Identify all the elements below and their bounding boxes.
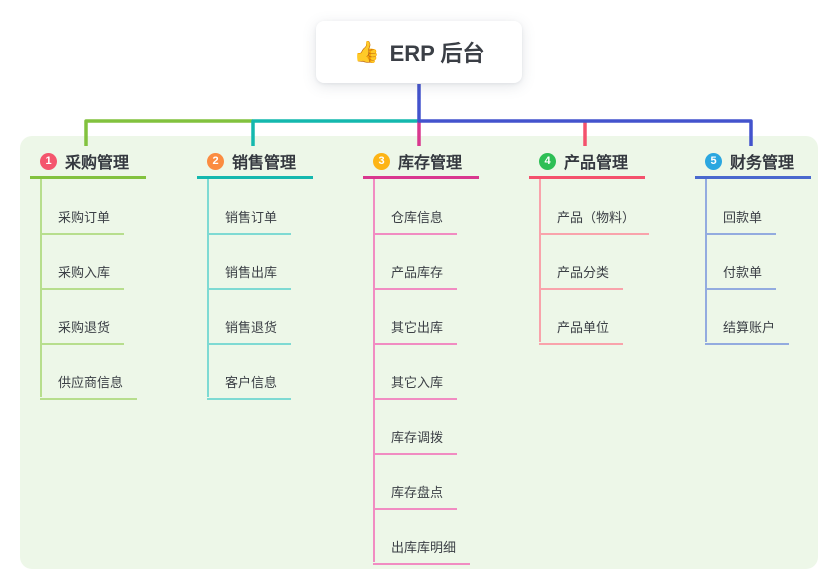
branch-child-item[interactable]: 库存调拨 (373, 422, 458, 455)
branch-child-item[interactable]: 产品库存 (373, 257, 458, 290)
branch-label: 财务管理 (730, 155, 795, 172)
branch-child-connector-line (705, 179, 707, 342)
branch-label: 库存管理 (398, 155, 463, 172)
branch-number-badge: 2 (207, 152, 224, 170)
branch-header[interactable]: 3 库存管理 (363, 146, 479, 179)
branch-child-connector-line (539, 179, 541, 342)
branch-child-item[interactable]: 回款单 (705, 202, 777, 235)
branch-label: 采购管理 (65, 155, 130, 172)
branch-child-item[interactable]: 客户信息 (207, 367, 292, 400)
branch-child-item[interactable]: 供应商信息 (40, 367, 138, 400)
thumbs-up-icon: 👍 (353, 40, 380, 64)
branch-header[interactable]: 1 采购管理 (30, 146, 146, 179)
branch-child-item[interactable]: 采购入库 (40, 257, 125, 290)
root-node[interactable]: 👍 ERP 后台 (316, 21, 522, 83)
branch-child-item[interactable]: 采购订单 (40, 202, 125, 235)
branch-child-item[interactable]: 销售出库 (207, 257, 292, 290)
branch-child-item[interactable]: 结算账户 (705, 312, 790, 345)
branch-header[interactable]: 2 销售管理 (197, 146, 313, 179)
branch-child-item[interactable]: 仓库信息 (373, 202, 458, 235)
branch-child-item[interactable]: 库存盘点 (373, 477, 458, 510)
branch-child-item[interactable]: 销售退货 (207, 312, 292, 345)
branch-child-connector-line (373, 179, 375, 562)
branch-child-item[interactable]: 其它入库 (373, 367, 458, 400)
branch-number-badge: 3 (373, 152, 390, 170)
branch-number-badge: 5 (705, 152, 722, 170)
branch-child-item[interactable]: 采购退货 (40, 312, 125, 345)
branch-child-item[interactable]: 其它出库 (373, 312, 458, 345)
branch-number-badge: 4 (539, 152, 556, 170)
branches-panel (20, 136, 818, 569)
branch-label: 产品管理 (564, 155, 629, 172)
root-label: ERP 后台 (389, 41, 485, 66)
branch-header[interactable]: 4 产品管理 (529, 146, 645, 179)
branch-child-item[interactable]: 销售订单 (207, 202, 292, 235)
branch-label: 销售管理 (232, 155, 297, 172)
branch-header[interactable]: 5 财务管理 (695, 146, 811, 179)
branch-child-item[interactable]: 产品单位 (539, 312, 624, 345)
branch-child-item[interactable]: 产品（物料） (539, 202, 650, 235)
branch-number-badge: 1 (40, 152, 57, 170)
branch-child-item[interactable]: 产品分类 (539, 257, 624, 290)
branch-child-item[interactable]: 出库库明细 (373, 532, 471, 565)
branch-child-item[interactable]: 付款单 (705, 257, 777, 290)
